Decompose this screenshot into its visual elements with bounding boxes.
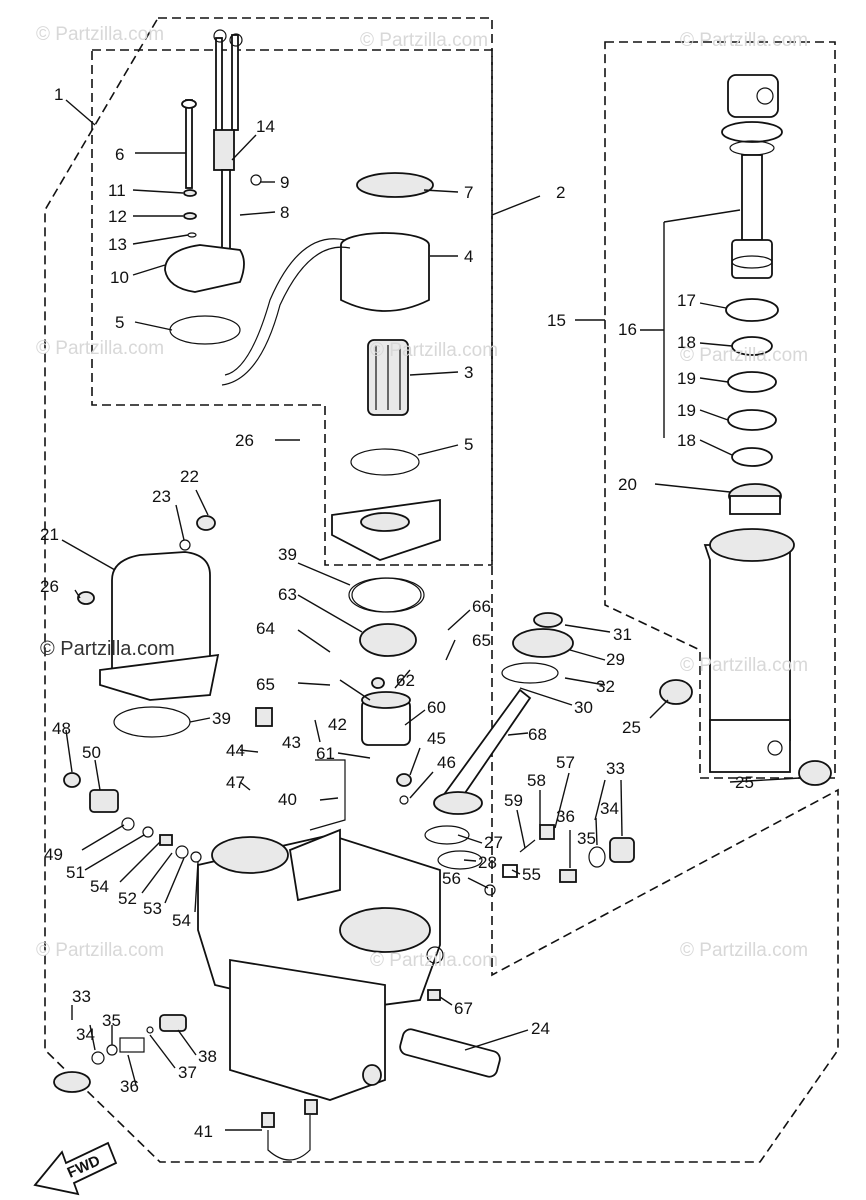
callout-1: 1 (54, 85, 63, 104)
callout-38: 38 (198, 1047, 217, 1066)
callout-26b: 26 (40, 577, 59, 596)
callout-43: 43 (282, 733, 301, 752)
callout-45: 45 (427, 729, 446, 748)
callout-54a: 54 (90, 877, 109, 896)
callout-47: 47 (226, 773, 245, 792)
callout-29: 29 (606, 650, 625, 669)
callout-8: 8 (280, 203, 289, 222)
pump-valve-cluster (255, 577, 574, 870)
outline-assembly-15 (604, 41, 836, 779)
callout-42: 42 (328, 715, 347, 734)
callout-17: 17 (677, 291, 696, 310)
callout-58: 58 (527, 771, 546, 790)
callout-59: 59 (504, 791, 523, 810)
callout-39a: 39 (278, 545, 297, 564)
callout-30: 30 (574, 698, 593, 717)
callout-7: 7 (464, 183, 473, 202)
callout-16: 16 (618, 320, 637, 339)
callout-25b: 25 (735, 773, 754, 792)
tilt-cylinder (659, 74, 832, 786)
callout-19a: 19 (677, 369, 696, 388)
callout-27: 27 (484, 833, 503, 852)
callout-63: 63 (278, 585, 297, 604)
callout-26a: 26 (235, 431, 254, 450)
callout-64: 64 (256, 619, 275, 638)
callout-21: 21 (40, 525, 59, 544)
pump-housing (197, 828, 501, 1161)
callout-66: 66 (472, 597, 491, 616)
callout-20: 20 (618, 475, 637, 494)
callout-54b: 54 (172, 911, 191, 930)
callout-15: 15 (547, 311, 566, 330)
callout-53: 53 (143, 899, 162, 918)
callout-2: 2 (556, 183, 565, 202)
callout-39b: 39 (212, 709, 231, 728)
callout-34a: 34 (600, 799, 619, 818)
callout-62: 62 (396, 671, 415, 690)
callout-37: 37 (178, 1063, 197, 1082)
callout-24: 24 (531, 1019, 550, 1038)
callout-56: 56 (442, 869, 461, 888)
callout-35b: 35 (102, 1011, 121, 1030)
callout-51: 51 (66, 863, 85, 882)
callout-60: 60 (427, 698, 446, 717)
callout-5a: 5 (115, 313, 124, 332)
callout-6: 6 (115, 145, 124, 164)
callout-65b: 65 (472, 631, 491, 650)
callout-33b: 33 (72, 987, 91, 1006)
callout-32: 32 (596, 677, 615, 696)
callout-55: 55 (522, 865, 541, 884)
power-trim-motor (221, 172, 441, 613)
callout-50: 50 (82, 743, 101, 762)
callout-57: 57 (556, 753, 575, 772)
callout-65a: 65 (256, 675, 275, 694)
reservoir-cap-parts (164, 29, 262, 345)
callout-10: 10 (110, 268, 129, 287)
callout-5b: 5 (464, 435, 473, 454)
callout-34b: 34 (76, 1025, 95, 1044)
callout-23: 23 (152, 487, 171, 506)
callout-48: 48 (52, 719, 71, 738)
callout-12: 12 (108, 207, 127, 226)
callout-28: 28 (478, 853, 497, 872)
callout-44: 44 (226, 741, 245, 760)
callout-18a: 18 (677, 333, 696, 352)
callout-22: 22 (180, 467, 199, 486)
callout-25a: 25 (622, 718, 641, 737)
leader-lines (61, 99, 801, 1131)
callout-13: 13 (108, 235, 127, 254)
callout-46: 46 (437, 753, 456, 772)
callout-33a: 33 (606, 759, 625, 778)
callout-19b: 19 (677, 401, 696, 420)
callout-52: 52 (118, 889, 137, 908)
oil-reservoir (77, 515, 220, 738)
callout-67: 67 (454, 999, 473, 1018)
small-valve-parts (53, 772, 635, 1093)
watermark-dark: © Partzilla.com (40, 638, 175, 660)
callout-49: 49 (44, 845, 63, 864)
callout-9: 9 (280, 173, 289, 192)
callout-31: 31 (613, 625, 632, 644)
forward-direction-arrow: FWD (33, 1141, 118, 1196)
callout-41: 41 (194, 1122, 213, 1141)
callout-4: 4 (464, 247, 473, 266)
callout-40: 40 (278, 790, 297, 809)
callout-36b: 36 (120, 1077, 139, 1096)
callout-numbers: 1 2 3 4 5 5 6 7 8 9 10 11 12 13 14 15 16… (40, 85, 754, 1141)
callout-14: 14 (256, 117, 275, 136)
callout-11: 11 (108, 181, 126, 200)
callout-36a: 36 (556, 807, 575, 826)
callout-18b: 18 (677, 431, 696, 450)
callout-68: 68 (528, 725, 547, 744)
callout-35a: 35 (577, 829, 596, 848)
callout-61: 61 (316, 744, 335, 763)
callout-3: 3 (464, 363, 473, 382)
outline-assembly-2 (91, 49, 493, 566)
